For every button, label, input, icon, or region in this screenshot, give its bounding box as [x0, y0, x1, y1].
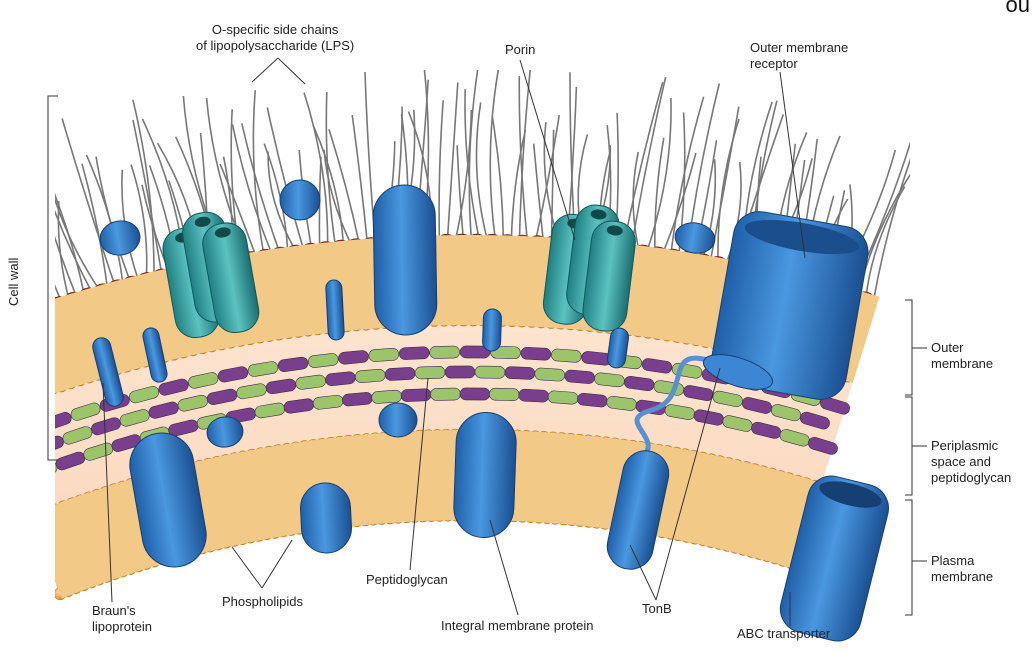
plasma-membrane-protein-small: [299, 482, 353, 554]
cell-wall-label: Cell wall: [6, 257, 21, 306]
integral-membrane-protein-label: Integral membrane protein: [441, 618, 594, 633]
outer-protein-bump-3: [674, 222, 716, 254]
porin-left: [162, 211, 260, 339]
outer-membrane-receptor-label: Outer membrane receptor: [750, 40, 849, 71]
phospholipids-leader-b: [261, 539, 293, 589]
phospholipids-label: Phospholipids: [222, 594, 303, 609]
lps-label: O-specific side chains of lipopolysaccha…: [196, 22, 354, 54]
membrane-proteins: [92, 179, 889, 642]
lipoprotein-rod-5: [606, 327, 630, 369]
outer-protein-bump: [279, 179, 321, 221]
lipoprotein-rod-3: [325, 279, 345, 341]
peptidoglycan-layer: [55, 345, 850, 481]
cropped-corner-text: ou: [1005, 0, 1030, 17]
plasma-membrane-label: Plasma membrane: [931, 553, 994, 584]
outer-membrane-label: Outer membrane: [931, 340, 994, 371]
label-leader-lines: [47, 57, 927, 626]
lps-side-chains: [55, 70, 910, 303]
lps-leader-b: [277, 57, 306, 85]
lipoprotein-rod-2: [142, 327, 168, 383]
integral-membrane-protein: [453, 412, 517, 538]
abc-transporter: [779, 475, 889, 642]
porin-label: Porin: [505, 42, 536, 57]
porin-right: [542, 204, 636, 332]
outer-protein-bump-2: [99, 220, 141, 256]
plasma-membrane-bracket: [905, 499, 927, 616]
porin-leader: [519, 59, 576, 241]
peptidoglycan-leader: [409, 377, 429, 571]
periplasm-bracket: [905, 396, 927, 496]
plasma-protein-bump: [378, 402, 418, 438]
lipoprotein-rod-4: [482, 308, 502, 352]
phospholipids-leader-a: [231, 546, 263, 589]
periplasmic-space-label: Periplasmic space and peptidoglycan: [931, 438, 1012, 485]
outer-membrane-protein: [372, 184, 438, 336]
receptor-leader: [779, 71, 806, 259]
plasma-protein-bump-2: [206, 416, 244, 448]
tonb-leader-b: [655, 367, 721, 601]
cell-wall-bracket: [47, 95, 58, 461]
abc-transporter-label: ABC transporter: [737, 626, 831, 641]
outer-membrane-bilayer-core: [55, 235, 880, 394]
brauns-lipoprotein-label: Braun's lipoprotein: [92, 603, 152, 634]
tonb-disc: [702, 354, 774, 390]
lps-label-text: O-specific side chains of lipopolysaccha…: [196, 22, 355, 53]
outer-membrane-bracket: [905, 299, 927, 396]
peptidoglycan-label: Peptidoglycan: [366, 572, 448, 587]
tonb-tether: [634, 355, 741, 458]
brauns-lipoprotein-rod: [92, 337, 124, 407]
brauns-leader: [102, 382, 113, 603]
tonb-membrane-anchor: [606, 450, 670, 570]
tonb-label: TonB: [642, 601, 672, 616]
plasma-membrane-protein-left: [129, 432, 207, 568]
lps-leader-a: [251, 57, 279, 83]
tonb-leader-a: [629, 544, 657, 601]
integral-leader: [489, 519, 519, 616]
